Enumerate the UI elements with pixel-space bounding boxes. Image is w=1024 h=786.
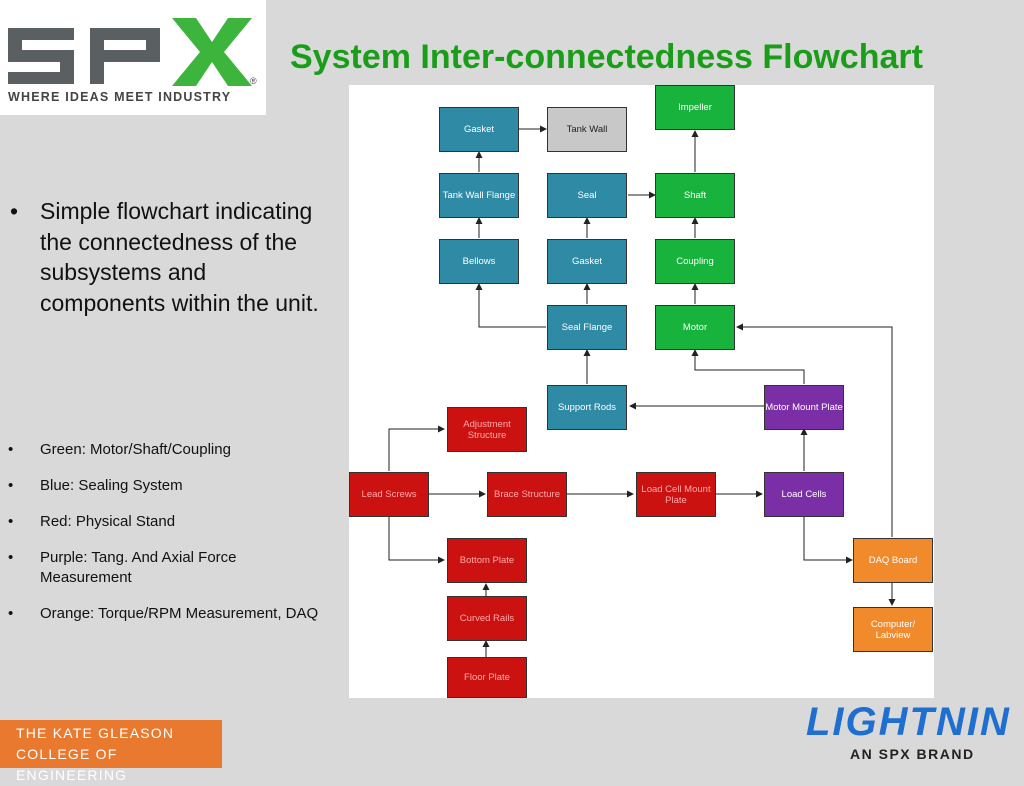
legend-text: Purple: Tang. And Axial Force Measuremen… [40, 549, 237, 586]
node-shaft: Shaft [655, 173, 735, 218]
main-bullet: • Simple flowchart indicating the connec… [10, 196, 320, 318]
main-bullet-text: Simple flowchart indicating the connecte… [40, 198, 319, 316]
legend-item-green: • Green: Motor/Shaft/Coupling [8, 440, 330, 460]
node-support-rods: Support Rods [547, 385, 627, 430]
node-tank-wall: Tank Wall [547, 107, 627, 152]
node-coupling: Coupling [655, 239, 735, 284]
bullet-dot: • [8, 513, 14, 530]
node-gasket-mid: Gasket [547, 239, 627, 284]
legend-text: Red: Physical Stand [40, 513, 176, 530]
spx-logo-s-shape [8, 28, 74, 84]
legend-item-blue: • Blue: Sealing System [8, 476, 330, 496]
page-title: System Inter-connectedness Flowchart [290, 38, 923, 76]
flowchart-connectors [388, 125, 896, 657]
node-tank-wall-flange: Tank Wall Flange [439, 173, 519, 218]
bullet-dot: • [8, 605, 14, 622]
node-bellows: Bellows [439, 239, 519, 284]
node-bottom-plate: Bottom Plate [447, 538, 527, 583]
logo-tagline: WHERE IDEAS MEET INDUSTRY [8, 90, 232, 104]
node-lead-screws: Lead Screws [349, 472, 429, 517]
edge-daq-motor [736, 323, 893, 537]
lightnin-logo: LIGHTNIN [806, 700, 1011, 744]
node-impeller: Impeller [655, 85, 735, 130]
bullet-dot: • [8, 441, 14, 458]
legend-item-orange: • Orange: Torque/RPM Measurement, DAQ [8, 604, 330, 624]
spx-logo-mark: ® [8, 18, 257, 86]
spx-logo-x-shape [172, 18, 252, 86]
college-line-1: THE KATE GLEASON [16, 725, 175, 741]
legend-item-purple: • Purple: Tang. And Axial Force Measureme… [8, 548, 330, 588]
spx-logo-p-shape [90, 28, 160, 84]
node-load-cell-mount-plate: Load Cell Mount Plate [636, 472, 716, 517]
node-seal-flange: Seal Flange [547, 305, 627, 350]
spx-logo: ® WHERE IDEAS MEET INDUSTRY [0, 0, 266, 115]
college-line-2: COLLEGE OF ENGINEERING [16, 746, 128, 783]
node-load-cells: Load Cells [764, 472, 844, 517]
legend-text: Green: Motor/Shaft/Coupling [40, 441, 231, 458]
spx-brand-text: AN SPX BRAND [850, 746, 975, 762]
edge-leadscrews-bottom [388, 517, 445, 564]
edge-leadscrews-adjustment [388, 425, 445, 471]
node-curved-rails: Curved Rails [447, 596, 527, 641]
node-computer-labview: Computer/ Labview [853, 607, 933, 652]
node-gasket-top: Gasket [439, 107, 519, 152]
node-brace-structure: Brace Structure [487, 472, 567, 517]
bullet-dot: • [10, 198, 19, 224]
bullet-dot: • [8, 549, 14, 566]
node-floor-plate: Floor Plate [447, 657, 527, 698]
edge-mmp-motor [691, 349, 805, 384]
edge-loadcells-daq [803, 517, 853, 564]
legend-item-red: • Red: Physical Stand [8, 512, 330, 532]
svg-text:®: ® [250, 76, 257, 86]
node-seal: Seal [547, 173, 627, 218]
flowchart: Gasket Tank Wall Impeller Tank Wall Flan… [349, 85, 934, 698]
legend-text: Orange: Torque/RPM Measurement, DAQ [40, 605, 319, 622]
node-motor-mount-plate: Motor Mount Plate [764, 385, 844, 430]
bullet-dot: • [8, 477, 14, 494]
node-daq-board: DAQ Board [853, 538, 933, 583]
color-legend: • Green: Motor/Shaft/Coupling • Blue: Seal… [8, 440, 330, 624]
college-banner: THE KATE GLEASON COLLEGE OF ENGINEERING [0, 720, 222, 783]
node-adjustment-structure: Adjustment Structure [447, 407, 527, 452]
legend-text: Blue: Sealing System [40, 477, 183, 494]
edge-sealflange-bellows [475, 283, 546, 328]
node-motor: Motor [655, 305, 735, 350]
